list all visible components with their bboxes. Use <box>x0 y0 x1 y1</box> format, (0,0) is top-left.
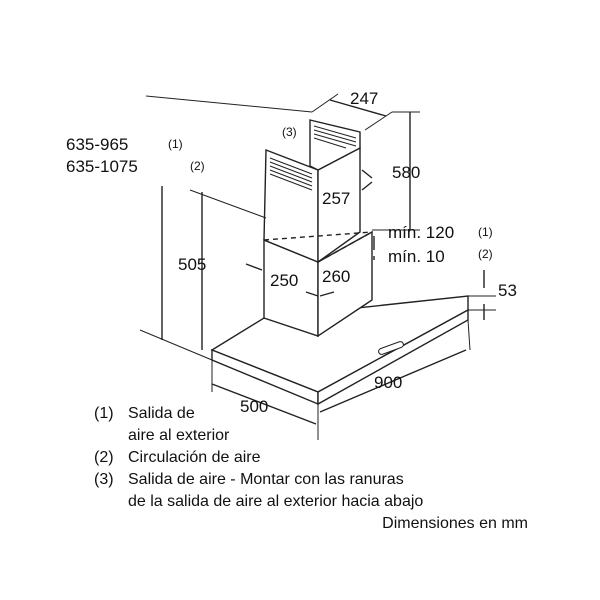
legend-text-3: Salida de aire - Montar con las ranuras <box>128 471 404 488</box>
dim-min-gap-1: mín. 120 <box>388 223 454 242</box>
legend-num-3: (3) <box>94 471 114 488</box>
callout-3-label: (3) <box>282 125 297 139</box>
dim-chimney-depth-lower: 260 <box>322 267 350 286</box>
dim-height-lower: 505 <box>178 255 206 274</box>
units-note: Dimensiones en mm <box>382 515 528 532</box>
legend-text-3b: de la salida de aire al exterior hacia a… <box>128 493 423 510</box>
lower-chimney-side <box>317 230 373 338</box>
legend-text-2: Circulación de aire <box>128 449 261 466</box>
air-outlet-grille-back <box>313 125 357 149</box>
control-panel <box>378 341 404 355</box>
dim-canopy-thickness: 53 <box>498 281 517 300</box>
dim-canopy-depth: 500 <box>240 397 268 416</box>
air-outlet-grille-front <box>269 157 313 191</box>
dim-height-range-1-ref: (1) <box>168 137 183 151</box>
dim-canopy-width: 900 <box>374 373 402 392</box>
dim-min-gap-2-ref: (2) <box>478 247 493 261</box>
dimension-labels: 247 580 257 (3) 635-965 (1) 635-1075 (2)… <box>66 89 517 416</box>
legend-num-2: (2) <box>94 449 114 466</box>
dim-height-range-2: 635-1075 <box>66 157 138 176</box>
dim-height-range-2-ref: (2) <box>190 159 205 173</box>
dim-width-top: 247 <box>350 89 378 108</box>
legend: (1) Salida de aire al exterior (2) Circu… <box>94 405 528 532</box>
legend-text-1: Salida de <box>128 405 195 422</box>
dim-chimney-top-depth: 257 <box>322 189 350 208</box>
dim-min-gap-1-ref: (1) <box>478 225 493 239</box>
chimney-overlap-line <box>263 231 373 241</box>
dim-height-range-1: 635-965 <box>66 135 128 154</box>
legend-num-1: (1) <box>94 405 114 422</box>
hood-drawing <box>210 119 469 406</box>
dim-min-gap-2: mín. 10 <box>388 247 445 266</box>
dimension-lines <box>139 93 496 440</box>
dim-chimney-width-lower: 250 <box>270 271 298 290</box>
dim-chimney-height: 580 <box>392 163 420 182</box>
legend-text-1b: aire al exterior <box>128 427 230 444</box>
